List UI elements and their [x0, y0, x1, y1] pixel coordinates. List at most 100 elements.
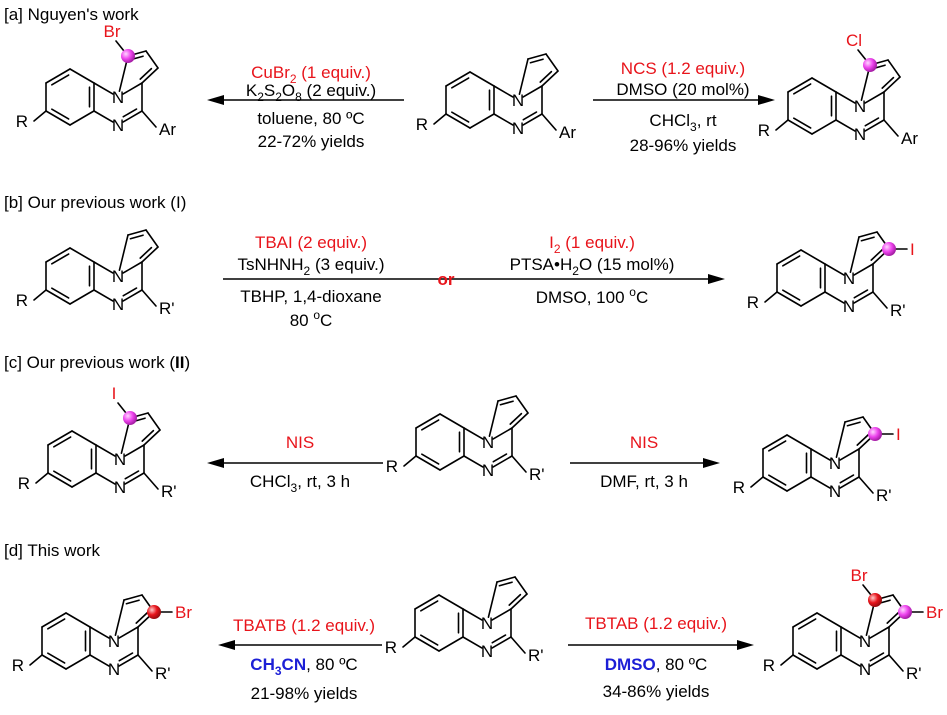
atom-label: N: [112, 295, 124, 314]
atom-label: R: [386, 457, 398, 476]
a-right-cond2: 28-96% yields: [630, 136, 737, 155]
atom-label: Ar: [559, 123, 576, 142]
atom-label: N: [482, 461, 494, 480]
arrow-a-left: [207, 95, 404, 105]
atom-label: Ar: [159, 120, 176, 139]
section-d-header: [d] This work: [4, 541, 101, 560]
atom-label: R': [876, 486, 892, 505]
atom-label: N: [854, 125, 866, 144]
d-left-yield: 21-98% yields: [251, 684, 358, 703]
mol-c-product-left: NN R R' I: [18, 384, 177, 501]
atom-label: N: [843, 269, 855, 288]
arrow-c-left: [207, 458, 383, 468]
atom-label: N: [859, 632, 871, 651]
mol-d-substrate: NN R R': [385, 576, 544, 665]
atom-label: Ar: [901, 129, 918, 148]
atom-label: N: [829, 454, 841, 473]
atom-label: Br: [926, 603, 943, 622]
a-left-reagent2: K2S2O8 (2 equiv.): [246, 81, 376, 104]
a-left-reagent1: CuBr2 (1 equiv.): [251, 63, 371, 86]
atom-label: N: [112, 267, 124, 286]
mol-b-product: NN R R' I: [747, 231, 915, 320]
atom-label: N: [512, 119, 524, 138]
reactive-site-marker: [868, 593, 882, 607]
atom-label: R: [416, 115, 428, 134]
reactive-site-marker: [868, 427, 882, 441]
arrow-a-right: [593, 95, 775, 105]
atom-label: N: [482, 433, 494, 452]
arrow-d-left: [218, 640, 382, 650]
atom-label: N: [854, 97, 866, 116]
b-first-reagent1: TBAI (2 equiv.): [255, 233, 367, 252]
atom-label: N: [481, 614, 493, 633]
atom-label: N: [108, 632, 120, 651]
atom-label: N: [859, 660, 871, 679]
c-left-cond: CHCl3, rt, 3 h: [250, 472, 350, 495]
atom-label: N: [843, 297, 855, 316]
atom-label: Br: [851, 566, 868, 585]
b-first-reagent2: TsNHNH2 (3 equiv.): [237, 255, 384, 278]
atom-label: R: [763, 656, 775, 675]
atom-label: R': [528, 646, 544, 665]
atom-label: R: [385, 638, 397, 657]
reactive-site-marker: [863, 58, 877, 72]
arrow-c-right: [570, 458, 720, 468]
mol-b-substrate: NN R R': [16, 229, 175, 318]
atom-label: R: [16, 291, 28, 310]
atom-label: R': [906, 664, 922, 683]
a-right-cond1: CHCl3, rt: [649, 111, 716, 134]
arrow-b: [223, 274, 725, 284]
mol-a-product-right: NN R Ar Cl: [758, 31, 919, 148]
mol-a-substrate: NN R Ar: [416, 53, 576, 142]
atom-label: N: [112, 116, 124, 135]
a-left-cond1: toluene, 80 ºC: [257, 109, 364, 128]
reactive-site-marker: [898, 605, 912, 619]
atom-label: N: [114, 478, 126, 497]
reactive-site-marker: [882, 242, 896, 256]
atom-label: R': [161, 482, 177, 501]
atom-label: N: [114, 450, 126, 469]
atom-label: N: [829, 482, 841, 501]
b-first-cond2: 80 oC: [290, 308, 333, 330]
atom-label: N: [512, 91, 524, 110]
atom-label: Br: [104, 22, 121, 41]
atom-label: R: [747, 293, 759, 312]
b-or-label: or: [438, 270, 455, 289]
d-right-reagent: TBTAB (1.2 equiv.): [585, 614, 727, 633]
atom-label: R: [18, 474, 30, 493]
atom-label: I: [112, 384, 117, 403]
reactive-site-marker: [123, 411, 137, 425]
d-right-yield: 34-86% yields: [603, 682, 710, 701]
atom-label: R': [159, 299, 175, 318]
b-first-cond1: TBHP, 1,4-dioxane: [240, 287, 381, 306]
arrow-d-right: [568, 640, 754, 650]
atom-label: Cl: [846, 31, 862, 50]
b-second-cond1: DMSO, 100 oC: [536, 285, 649, 307]
reactive-site-marker: [147, 605, 161, 619]
atom-label: R: [758, 121, 770, 140]
atom-label: Br: [175, 603, 192, 622]
c-left-reagent: NIS: [286, 433, 314, 452]
reactive-site-marker: [121, 49, 135, 63]
atom-label: R: [12, 656, 24, 675]
d-left-reagent: TBATB (1.2 equiv.): [233, 616, 375, 635]
b-second-reagent1: I2 (1 equiv.): [549, 233, 635, 256]
a-right-reagent2: DMSO (20 mol%): [616, 80, 749, 99]
atom-label: N: [108, 660, 120, 679]
c-right-reagent: NIS: [630, 433, 658, 452]
atom-label: N: [481, 642, 493, 661]
section-b-header: [b] Our previous work (I): [4, 193, 186, 212]
atom-label: I: [910, 240, 915, 259]
b-second-reagent2: PTSA•H2O (15 mol%): [510, 255, 675, 278]
mol-c-substrate: NN R R': [386, 395, 545, 484]
a-left-cond2: 22-72% yields: [258, 132, 365, 151]
atom-label: R': [529, 465, 545, 484]
a-right-reagent1: NCS (1.2 equiv.): [621, 59, 745, 78]
atom-label: R': [890, 301, 906, 320]
section-c-header: [c] Our previous work (II): [4, 353, 190, 372]
d-left-cond: CH3CN, 80 ºC: [250, 655, 357, 678]
